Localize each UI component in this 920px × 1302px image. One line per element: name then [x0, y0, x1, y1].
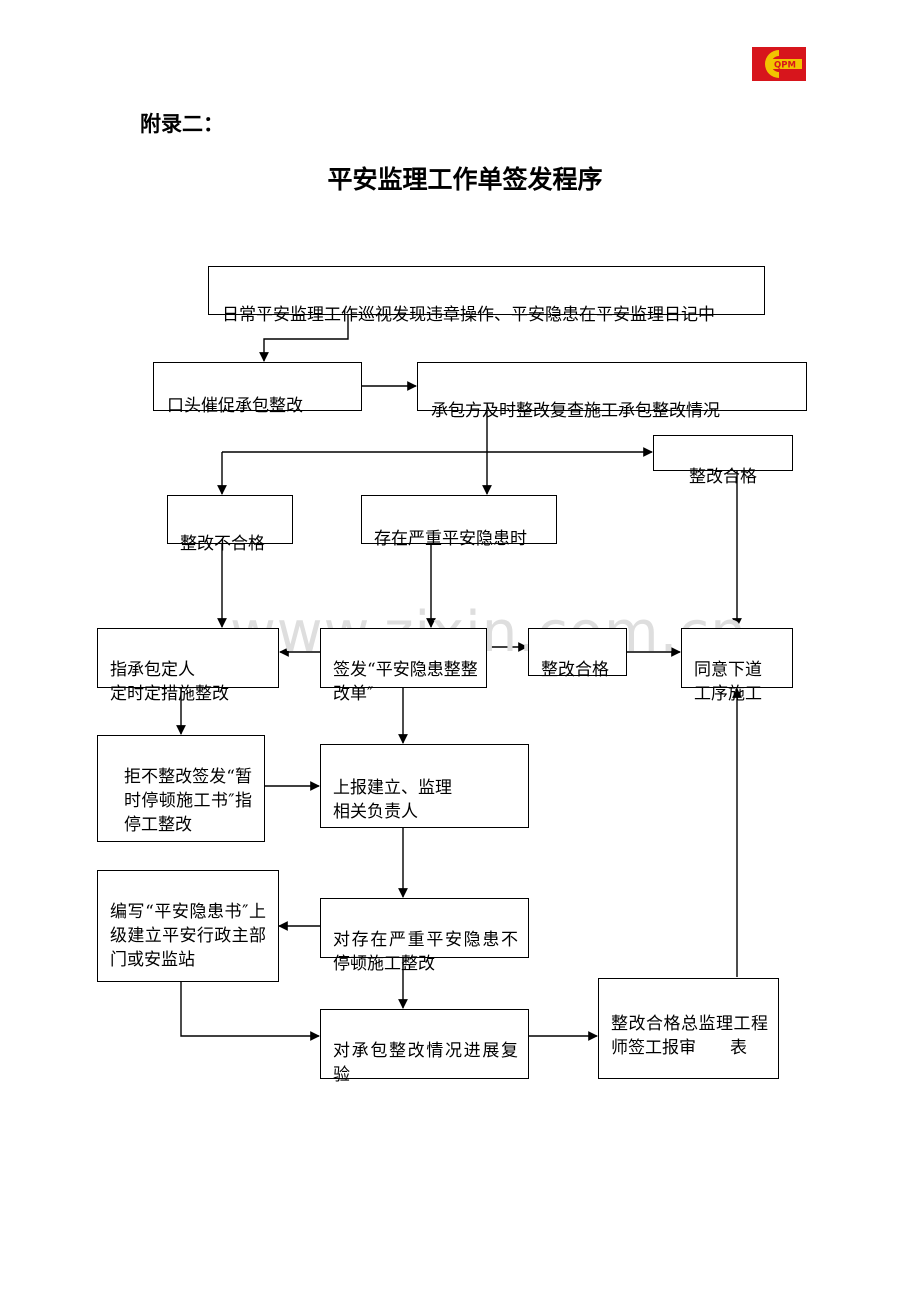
box-refuse-stop: 拒不整改签发“暂时停顿施工书″指停工整改: [97, 735, 265, 842]
arrow-patrol-to-urge: [259, 315, 349, 362]
box-serious-hazard: 存在严重平安隐患时: [361, 495, 557, 549]
box-report: 上报建立、监理 相关负责人: [320, 744, 529, 828]
box-rectify-fail-text: 整改不合格: [180, 534, 265, 554]
box-refuse-stop-text: 拒不整改签发“暂时停顿施工书″指停工整改: [124, 767, 252, 835]
box-rectify-fail: 整改不合格: [167, 495, 293, 554]
company-logo: QPM: [752, 47, 806, 81]
box-report-text: 上报建立、监理 相关负责人: [333, 778, 452, 822]
box-verbal-urge: 口头催促承包整改: [153, 362, 362, 416]
box-assign-person: 指承包定人 定时定措施整改: [97, 628, 279, 704]
box-serious-stop-text: 对存在严重平安隐患不停顿施工整改: [333, 930, 518, 974]
box-assign-person-text: 指承包定人 定时定措施整改: [110, 660, 229, 704]
box-agree-next: 同意下道 工序施工: [681, 628, 793, 704]
box-daily-patrol: 日常平安监理工作巡视发现违章操作、平安隐患在平安监理日记中: [208, 266, 765, 325]
box-review: 对承包整改情况进展复验: [320, 1009, 529, 1085]
box-contractor-rectify-text: 承包方及时整改复查施工承包整改情况: [431, 401, 720, 421]
box-daily-patrol-text: 日常平安监理工作巡视发现违章操作、平安隐患在平安监理日记中: [222, 305, 715, 325]
box-serious-hazard-text: 存在严重平安隐患时: [374, 529, 527, 549]
svg-text:QPM: QPM: [774, 61, 796, 71]
box-write-report-text: 编写“平安隐患书″上级建立平安行政主部门或安监站: [110, 902, 266, 970]
page-title: 平安监理工作单签发程序: [327, 165, 603, 194]
box-rectify-pass-top: 整改合格: [653, 435, 793, 487]
box-contractor-rectify: 承包方及时整改复查施工承包整改情况: [417, 362, 807, 421]
watermark: www.zixin.com.cn: [230, 600, 747, 665]
box-serious-stop: 对存在严重平安隐患不停顿施工整改: [320, 898, 529, 974]
box-chief-sign-text: 整改合格总监理工程师签工报审 表: [611, 1014, 768, 1058]
box-chief-sign: 整改合格总监理工程师签工报审 表: [598, 978, 779, 1079]
appendix-label: 附录二：: [140, 111, 224, 136]
box-issue-notice-text: 签发“平安隐患整整改单″: [333, 660, 478, 704]
box-verbal-urge-text: 口头催促承包整改: [167, 396, 303, 416]
box-review-text: 对承包整改情况进展复验: [333, 1041, 518, 1085]
box-rectify-pass-mid-text: 整改合格: [541, 660, 609, 680]
box-issue-notice: 签发“平安隐患整整改单″: [320, 628, 487, 704]
box-agree-next-text: 同意下道 工序施工: [694, 660, 762, 704]
arrow-write-to-review: [180, 982, 320, 1041]
box-rectify-pass-mid: 整改合格: [528, 628, 627, 680]
box-write-report: 编写“平安隐患书″上级建立平安行政主部门或安监站: [97, 870, 279, 982]
box-rectify-pass-top-text: 整改合格: [689, 467, 757, 487]
